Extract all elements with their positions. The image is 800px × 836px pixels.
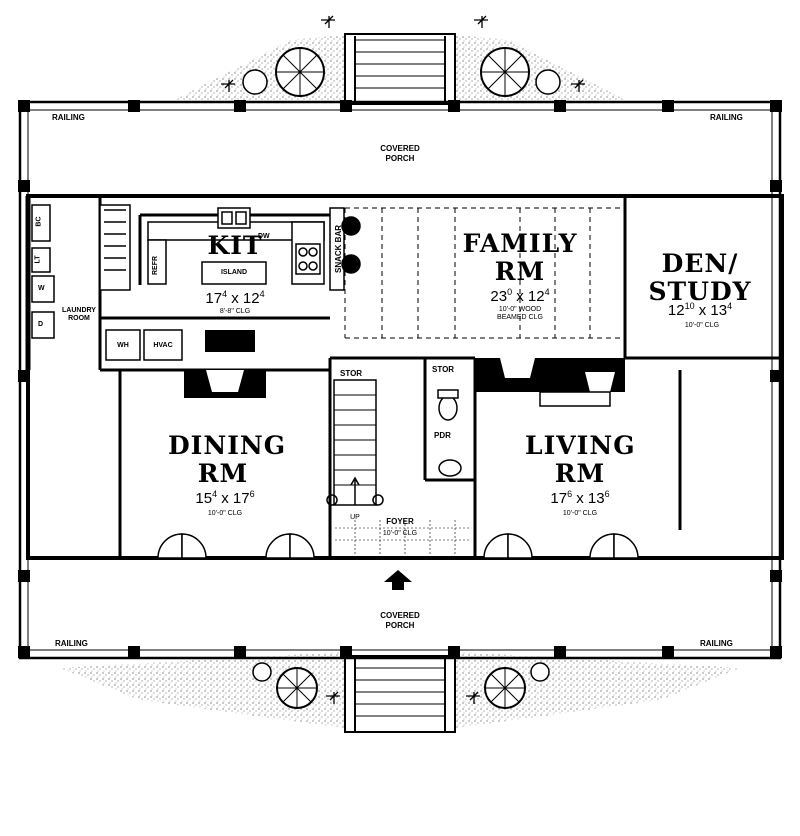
top-porch-label-line1: COVERED [380, 144, 420, 153]
fireplaces [184, 330, 625, 407]
living-name-line2: RM [554, 459, 606, 488]
kitchen-dim-w-in: 4 [222, 289, 228, 299]
kitchen-dim-d: 12 [242, 290, 260, 307]
railing-label-bottom-right: RAILING [700, 639, 733, 648]
refr-label: REFR [152, 255, 160, 276]
den-study-ceiling-note: 10'-0" CLG [684, 322, 720, 329]
dining-room-dimensions: 154 x 176 [195, 489, 255, 507]
den-study-name: DEN/ STUDY [640, 250, 760, 306]
laundry-room-label: LAUNDRY ROOM [55, 307, 103, 322]
den-dim-d-in: 4 [727, 301, 733, 311]
foyer-ceiling-note: 10'-0" CLG [382, 530, 418, 537]
french-doors [157, 533, 639, 559]
house-walls [25, 194, 784, 560]
living-name-line1: LIVING [525, 431, 636, 460]
dining-dim-w-in: 4 [212, 489, 218, 499]
family-dim-d: 12 [527, 288, 545, 305]
kitchen-ceiling-note: 8'-8" CLG [219, 308, 251, 315]
family-dim-w: 23 [490, 288, 508, 305]
top-porch-label: COVERED PORCH [360, 145, 440, 163]
kitchen-name: KIT [207, 231, 263, 260]
bottom-porch-label-line2: PORCH [385, 621, 415, 630]
den-dim-w-in: 10 [684, 301, 695, 311]
kitchen-island-label: ISLAND [220, 269, 248, 276]
den-study-dimensions: 1210 x 134 [667, 301, 733, 319]
family-room-name-line2: RM [494, 257, 546, 286]
family-room-dimensions: 230 x 124 [490, 287, 550, 305]
stairs-up-label: UP [350, 514, 360, 521]
laundry-name-line2: ROOM [68, 315, 90, 322]
living-dim-w: 17 [550, 490, 568, 507]
bottom-porch-label: COVERED PORCH [360, 612, 440, 630]
den-name-line1: DEN/ [661, 249, 739, 278]
dining-name-line2: RM [197, 459, 249, 488]
den-name-line2: STUDY [648, 277, 752, 306]
family-room-name-line1: FAMILY [462, 229, 578, 258]
kitchen-dimensions: 174 x 124 [205, 289, 265, 307]
dw-label: DW [258, 233, 270, 240]
dryer-label: D [38, 321, 44, 328]
kitchen-dim-w: 17 [205, 290, 223, 307]
living-room-name: LIVING RM [525, 432, 635, 488]
living-dim-d: 13 [587, 490, 605, 507]
family-room-note-line2: BEAMED CLG [497, 314, 543, 321]
railing-label-bottom-left: RAILING [55, 639, 88, 648]
beamed-ceiling [344, 207, 625, 339]
bottom-steps [344, 655, 456, 733]
shrub-icon [242, 69, 268, 95]
top-porch-label-line2: PORCH [385, 154, 415, 163]
laundry-name-line1: LAUNDRY [62, 307, 96, 314]
den-dim-d: 13 [710, 302, 728, 319]
stor-right-label: STOR [432, 365, 455, 374]
family-dim-w-in: 0 [507, 287, 513, 297]
foyer-tiles [335, 520, 470, 555]
foyer-name: FOYER [386, 517, 414, 526]
shrub-icon [252, 662, 272, 682]
family-room-ceiling-note: 10'-0" WOOD BEAMED CLG [480, 306, 560, 321]
shrub-icon [535, 69, 561, 95]
laundry-fixtures [31, 204, 131, 339]
wh-label: WH [117, 342, 129, 349]
railing-label-top-left: RAILING [52, 113, 85, 122]
den-dim-w: 12 [667, 302, 685, 319]
family-dim-d-in: 4 [544, 287, 550, 297]
stor-left-label: STOR [340, 369, 363, 378]
family-room-note-line1: 10'-0" WOOD [498, 306, 542, 313]
living-dim-w-in: 6 [567, 489, 573, 499]
dining-room-name: DINING RM [168, 431, 287, 488]
bottom-porch-label-line1: COVERED [380, 611, 420, 620]
pdr-label: PDR [434, 431, 451, 440]
dining-dim-w: 15 [195, 490, 213, 507]
kitchen-dim-d-in: 4 [259, 289, 265, 299]
lt-label: LT [34, 255, 42, 264]
staircase [326, 379, 384, 506]
hvac-label: HVAC [153, 342, 173, 349]
dining-room-ceiling-note: 10'-0" CLG [207, 510, 243, 517]
dining-dim-d: 17 [232, 490, 250, 507]
bc-label: BC [35, 216, 43, 227]
family-room-name: FAMILY RM [450, 230, 590, 286]
porch-posts [18, 100, 782, 658]
snack-bar-label: SNACK BAR [334, 225, 343, 273]
top-steps [344, 33, 456, 105]
dining-dim-d-in: 6 [249, 489, 255, 499]
shrub-icon [530, 662, 550, 682]
kitchen-fixtures [105, 207, 361, 361]
entry-arrow-icon [384, 570, 412, 590]
living-room-ceiling-note: 10'-0" CLG [562, 510, 598, 517]
dining-name-line1: DINING [168, 431, 287, 460]
landscaping [60, 15, 740, 728]
living-dim-d-in: 6 [604, 489, 610, 499]
washer-label: W [38, 285, 45, 292]
living-room-dimensions: 176 x 136 [550, 489, 610, 507]
railing-label-top-right: RAILING [710, 113, 743, 122]
powder-room-fixtures [437, 389, 462, 477]
